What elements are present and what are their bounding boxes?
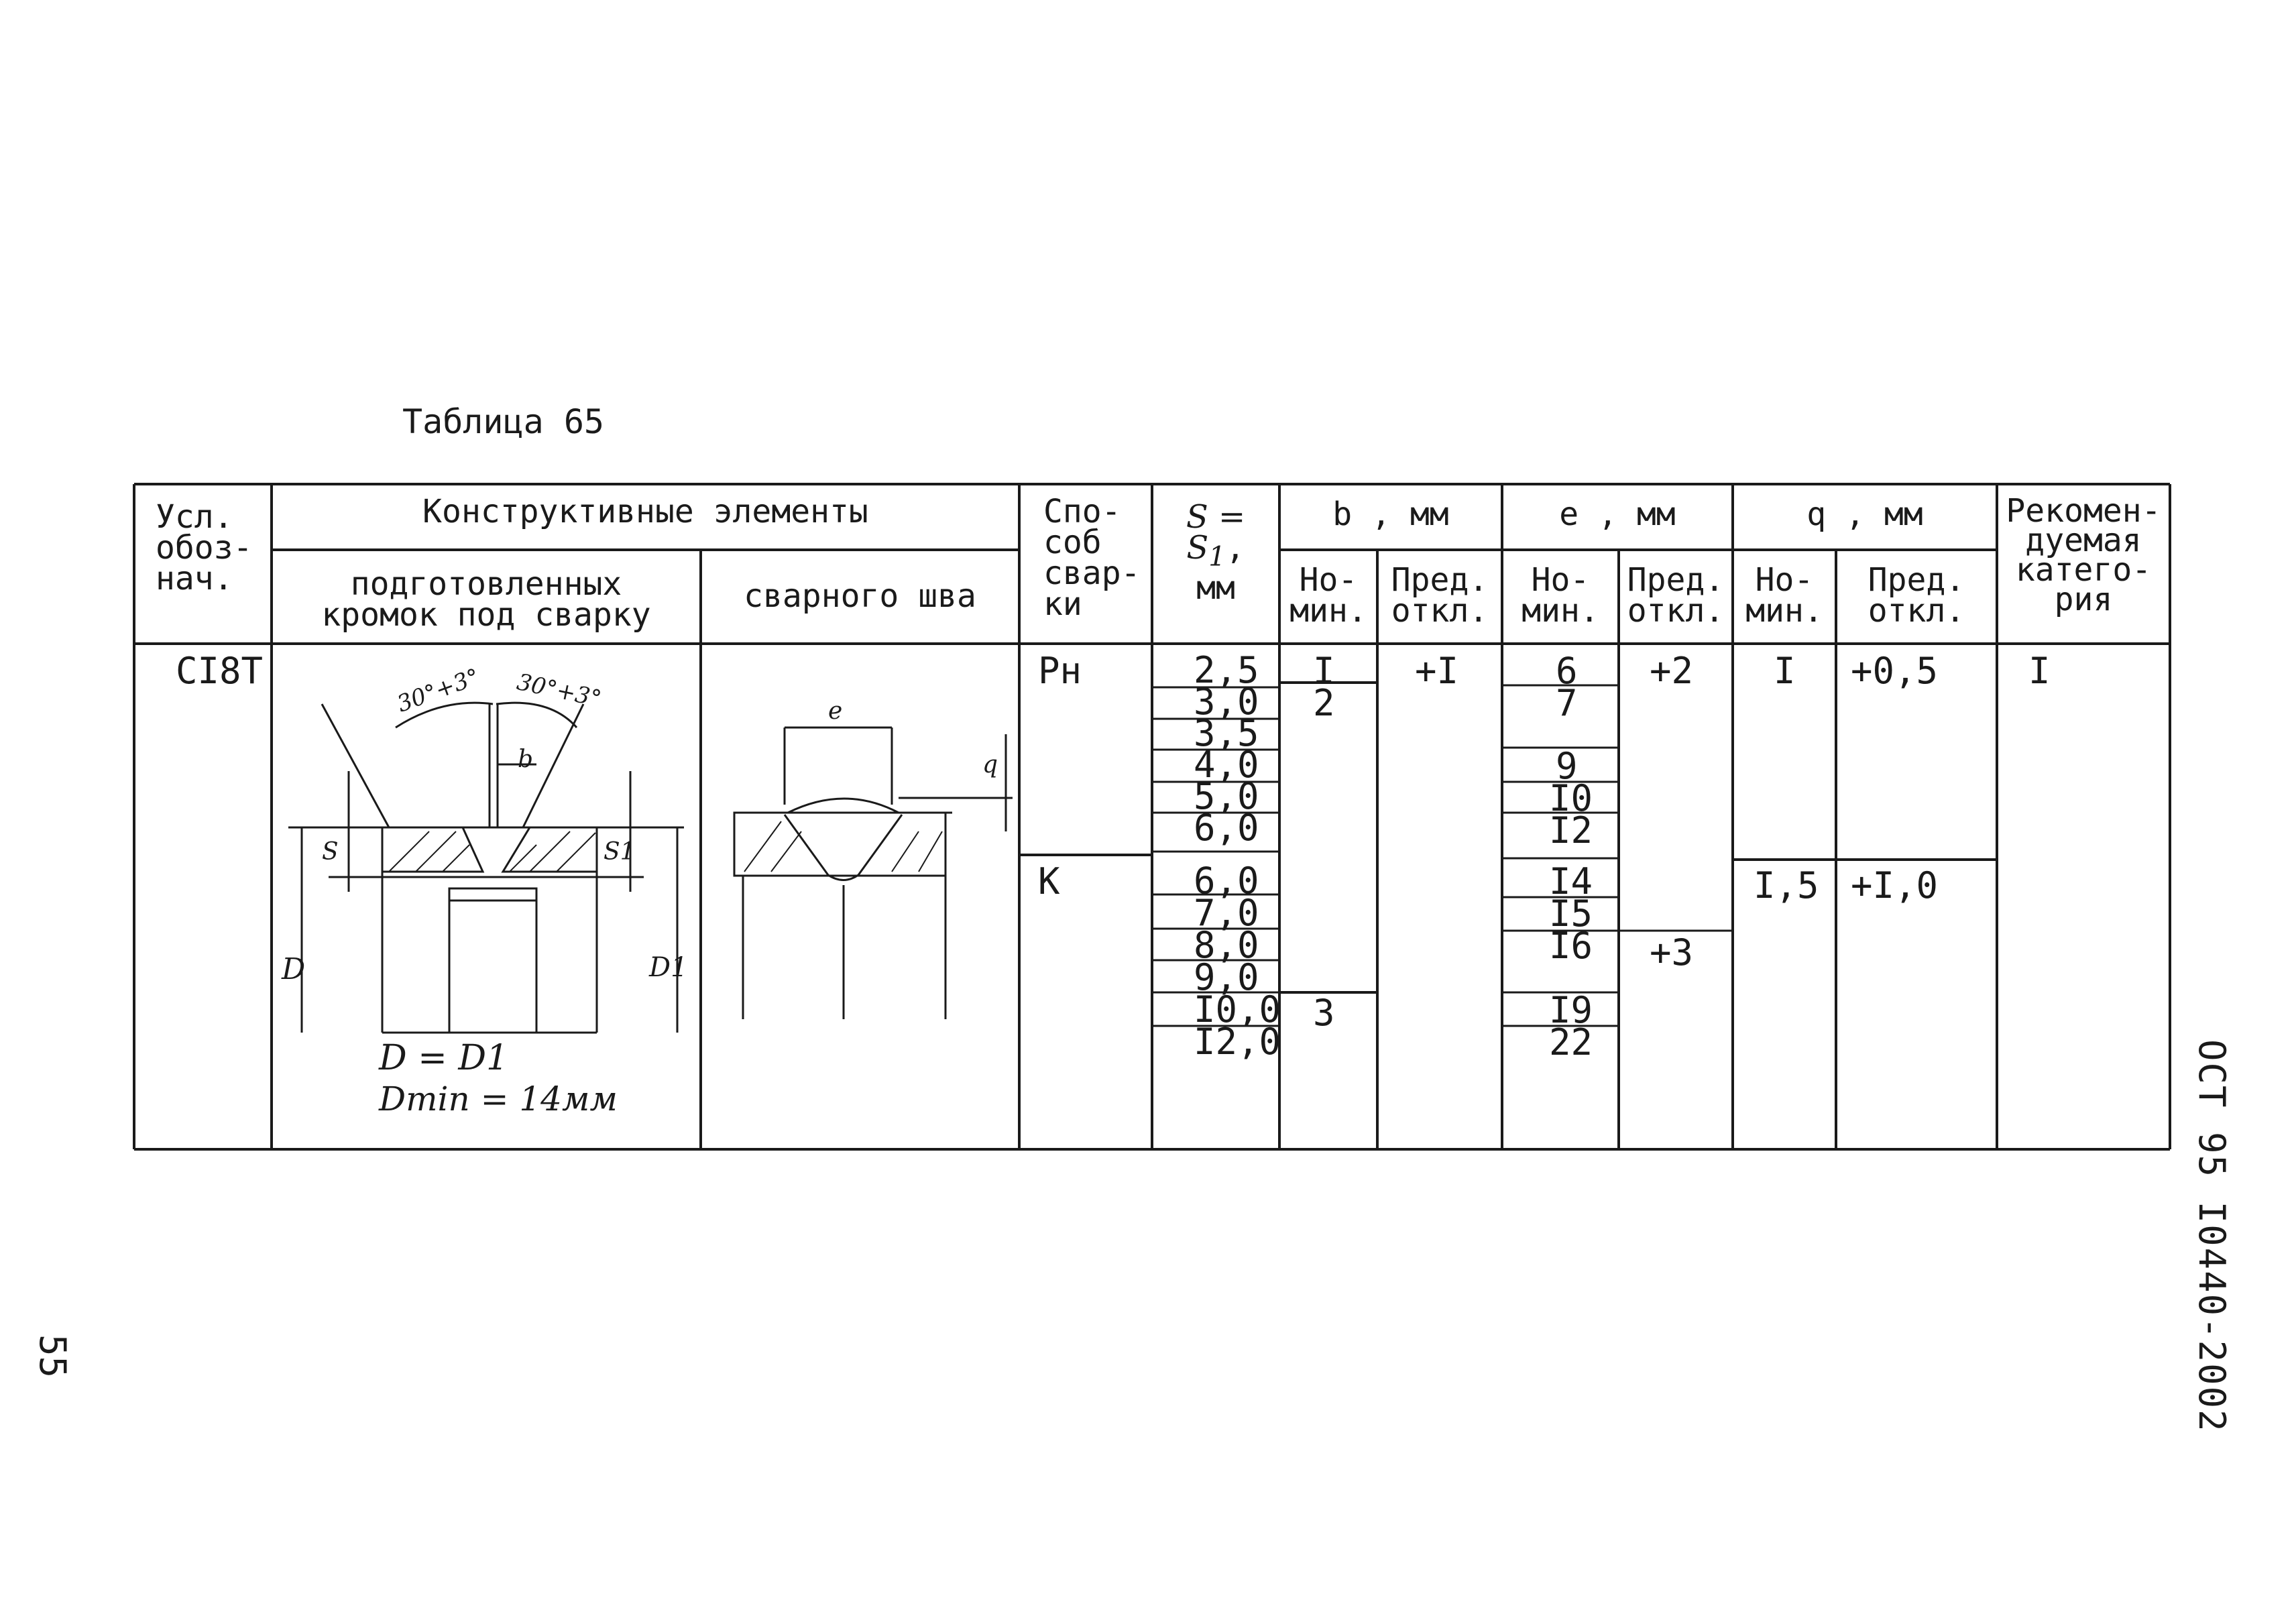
d-label: D: [282, 952, 306, 986]
header-width-e: e , мм: [1559, 496, 1676, 533]
e-tolerance-1: +2: [1650, 650, 1694, 692]
equation-d: D = D1: [379, 1038, 509, 1078]
b-nominal-2: 2: [1313, 682, 1335, 724]
gap-b-label: b: [518, 746, 534, 773]
e-nominal-3: 9: [1556, 745, 1578, 787]
e-nominal-1: 6: [1556, 650, 1578, 692]
document-code: ОСТ 95 I0440-2002: [2191, 1039, 2233, 1433]
method-rn: Рн: [1038, 650, 1082, 692]
e-nominal-8: I6: [1549, 925, 1593, 967]
category-value: I: [2028, 650, 2051, 692]
table-title: Таблица 65: [402, 402, 605, 441]
e-nominal-7: I5: [1549, 892, 1593, 935]
header-prepared-edges: подготовленных кромок под сварку: [321, 565, 651, 634]
e-tolerance-2: +3: [1650, 931, 1694, 974]
e-label: e: [828, 697, 843, 725]
weld-drawing: [733, 726, 1013, 1019]
header-method: Спо- соб свар- ки: [1043, 493, 1141, 623]
e-nominal-9: I9: [1549, 989, 1593, 1031]
header-designation: Усл. обоз- нач.: [156, 498, 253, 597]
thickness-values: 2,5 3,0 3,5 4,0 5,0 6,0: [1194, 649, 1259, 849]
header-gap-b: b , мм: [1332, 496, 1449, 533]
method-k: К: [1038, 860, 1060, 903]
thickness-values-k: 6,0 7,0 8,0 9,0 I0,0 I2,0: [1194, 860, 1281, 1063]
equation-dmin: Dmin = 14мм: [379, 1080, 618, 1118]
prepared-edges-drawing: [288, 701, 684, 1034]
designation-value: CI8T: [176, 650, 264, 692]
s-label: S: [322, 838, 339, 866]
q-nominal-2: I,5: [1754, 864, 1819, 907]
header-b-nominal: Но-мин.: [1289, 561, 1367, 630]
header-q-nominal: Но-мин.: [1745, 561, 1823, 630]
header-b-tolerance: Пред.откл.: [1391, 561, 1489, 630]
header-height-q: q , мм: [1806, 496, 1923, 533]
header-e-nominal: Но-мин.: [1522, 561, 1599, 630]
q-tolerance-2: +I,0: [1851, 864, 1939, 907]
header-thickness: S = S1, мм: [1186, 498, 1246, 607]
s1-label: S1: [604, 838, 636, 866]
e-nominal-6: I4: [1549, 860, 1593, 903]
b-nominal-3: 3: [1313, 992, 1335, 1034]
header-e-tolerance: Пред.откл.: [1627, 561, 1725, 630]
e-nominal-10: 22: [1549, 1021, 1593, 1063]
page-number: 55: [32, 1334, 74, 1379]
header-structural-elements: Конструктивные элементы: [422, 493, 868, 530]
d1-label: D1: [649, 952, 688, 983]
q-nominal-1: I: [1774, 650, 1796, 692]
e-nominal-5: I2: [1549, 809, 1593, 852]
b-nominal-1: I: [1313, 650, 1335, 692]
header-weld: сварного шва: [744, 577, 976, 615]
e-nominal-2: 7: [1556, 682, 1578, 724]
e-nominal-4: I0: [1549, 777, 1593, 819]
q-tolerance-1: +0,5: [1851, 650, 1939, 692]
header-q-tolerance: Пред.откл.: [1868, 561, 1965, 630]
b-tolerance: +I: [1415, 650, 1459, 692]
q-label: q: [982, 751, 998, 778]
header-category: Рекомен- дуемая катего- рия: [2006, 492, 2161, 618]
